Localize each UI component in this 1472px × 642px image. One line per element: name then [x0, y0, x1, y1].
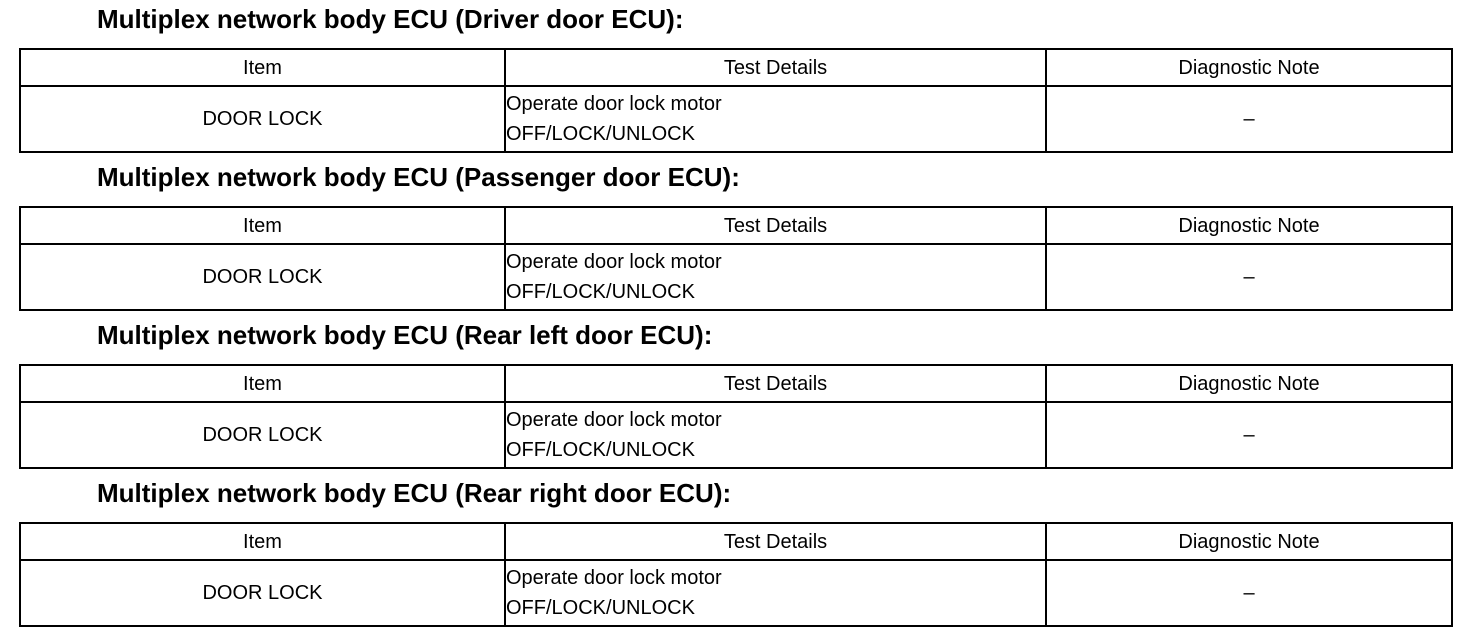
test-details-cell: Operate door lock motor OFF/LOCK/UNLOCK [504, 243, 1047, 311]
test-details-line: Operate door lock motor [506, 93, 722, 115]
column-header-item: Item [19, 48, 506, 87]
table-row: DOOR LOCK Operate door lock motor OFF/LO… [19, 85, 1453, 153]
diagnostic-note-cell: – [1045, 559, 1453, 627]
table-header-row: Item Test Details Diagnostic Note [19, 48, 1453, 87]
test-details-line: OFF/LOCK/UNLOCK [506, 597, 695, 619]
table-header-row: Item Test Details Diagnostic Note [19, 206, 1453, 245]
column-header-test-details: Test Details [504, 522, 1047, 561]
item-cell: DOOR LOCK [19, 85, 506, 153]
column-header-item: Item [19, 206, 506, 245]
column-header-test-details: Test Details [504, 48, 1047, 87]
diagnostic-note-cell: – [1045, 243, 1453, 311]
column-header-diagnostic-note: Diagnostic Note [1045, 48, 1453, 87]
column-header-diagnostic-note: Diagnostic Note [1045, 522, 1453, 561]
item-cell: DOOR LOCK [19, 243, 506, 311]
test-details-line: OFF/LOCK/UNLOCK [506, 439, 695, 461]
test-details-cell: Operate door lock motor OFF/LOCK/UNLOCK [504, 559, 1047, 627]
table-row: DOOR LOCK Operate door lock motor OFF/LO… [19, 559, 1453, 627]
table-header-row: Item Test Details Diagnostic Note [19, 364, 1453, 403]
section-title: Multiplex network body ECU (Rear left do… [97, 320, 713, 350]
test-details-cell: Operate door lock motor OFF/LOCK/UNLOCK [504, 85, 1047, 153]
item-cell: DOOR LOCK [19, 401, 506, 469]
section-title: Multiplex network body ECU (Rear right d… [97, 478, 732, 508]
table-header-row: Item Test Details Diagnostic Note [19, 522, 1453, 561]
test-details-line: Operate door lock motor [506, 409, 722, 431]
test-details-line: Operate door lock motor [506, 567, 722, 589]
column-header-test-details: Test Details [504, 364, 1047, 403]
column-header-diagnostic-note: Diagnostic Note [1045, 364, 1453, 403]
test-details-cell: Operate door lock motor OFF/LOCK/UNLOCK [504, 401, 1047, 469]
data-table: Item Test Details Diagnostic Note DOOR L… [19, 364, 1453, 469]
data-table: Item Test Details Diagnostic Note DOOR L… [19, 206, 1453, 311]
test-details-line: OFF/LOCK/UNLOCK [506, 281, 695, 303]
diagnostic-note-cell: – [1045, 401, 1453, 469]
table-row: DOOR LOCK Operate door lock motor OFF/LO… [19, 243, 1453, 311]
column-header-item: Item [19, 364, 506, 403]
test-details-line: OFF/LOCK/UNLOCK [506, 123, 695, 145]
diagnostic-note-cell: – [1045, 85, 1453, 153]
data-table: Item Test Details Diagnostic Note DOOR L… [19, 48, 1453, 153]
section-title: Multiplex network body ECU (Passenger do… [97, 162, 740, 192]
data-table: Item Test Details Diagnostic Note DOOR L… [19, 522, 1453, 627]
column-header-item: Item [19, 522, 506, 561]
item-cell: DOOR LOCK [19, 559, 506, 627]
table-row: DOOR LOCK Operate door lock motor OFF/LO… [19, 401, 1453, 469]
column-header-diagnostic-note: Diagnostic Note [1045, 206, 1453, 245]
column-header-test-details: Test Details [504, 206, 1047, 245]
test-details-line: Operate door lock motor [506, 251, 722, 273]
section-title: Multiplex network body ECU (Driver door … [97, 4, 684, 34]
